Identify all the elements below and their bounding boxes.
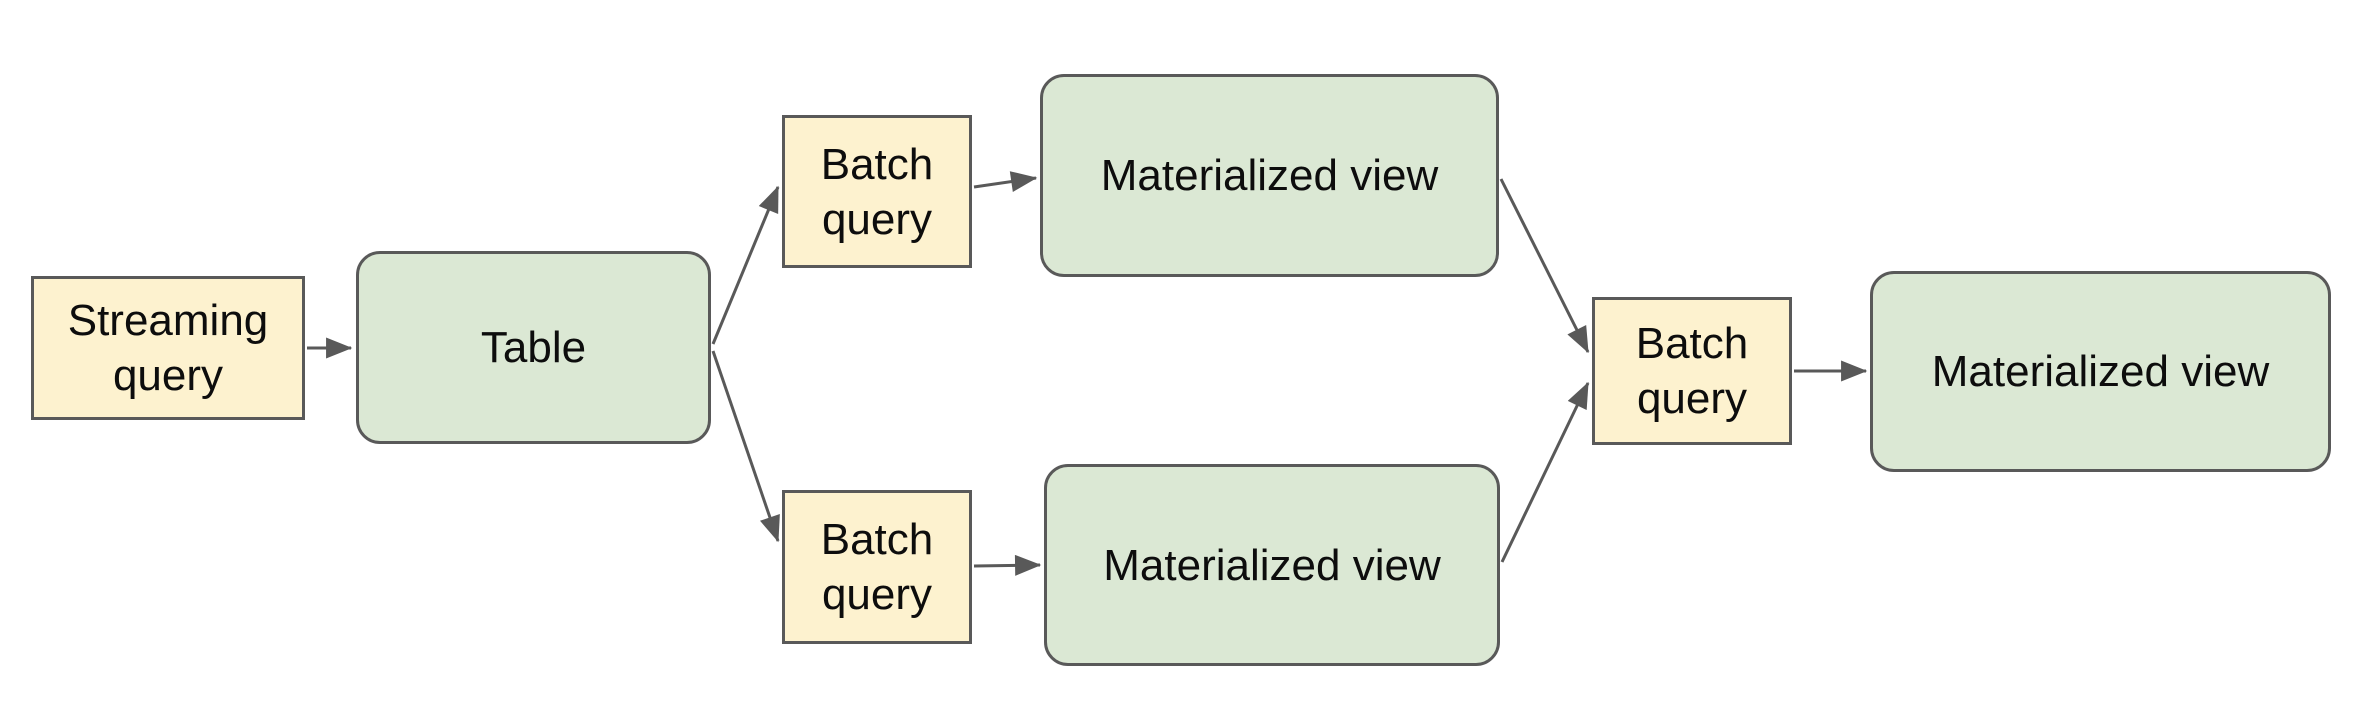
node-label: Batch query [1635, 319, 1749, 423]
node-label: Materialized view [1100, 151, 1439, 200]
node-label: Streaming query [67, 296, 269, 400]
node-table: Table [356, 251, 711, 444]
arrow-table-to-batch-top [711, 185, 780, 345]
arrow-matview-top-to-batch-right [1499, 178, 1590, 354]
node-label: Batch query [820, 515, 934, 619]
node-batch-query-bottom: Batch query [782, 490, 972, 644]
node-label: Materialized view [1103, 540, 1441, 590]
arrow-table-to-batch-bottom [711, 350, 780, 543]
node-batch-query-top: Batch query [782, 115, 972, 268]
node-materialized-view-bottom: Materialized view [1044, 464, 1500, 666]
arrow-batch-bottom-to-matview-bottom [973, 554, 1042, 576]
node-materialized-view-right: Materialized view [1870, 271, 2331, 472]
arrow-batch-top-to-matview-top [973, 171, 1038, 192]
node-label: Materialized view [1931, 347, 2270, 396]
node-label: Batch query [820, 139, 934, 244]
node-label: Table [480, 323, 587, 372]
node-streaming-query: Streaming query [31, 276, 305, 420]
arrow-matview-bottom-to-batch-right [1500, 381, 1590, 563]
node-materialized-view-top: Materialized view [1040, 74, 1499, 277]
node-batch-query-right: Batch query [1592, 297, 1792, 445]
